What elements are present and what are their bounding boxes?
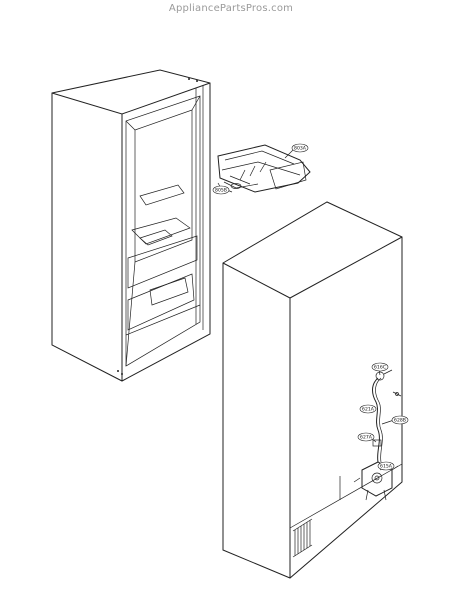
callout-628b: 628B (391, 415, 409, 425)
callout-label: 628B (394, 418, 406, 424)
ice-maker-assembly (217, 144, 311, 193)
cabinet-liner-assembly (51, 69, 211, 382)
vent-grille (292, 518, 313, 558)
callout-label: 805B (215, 188, 227, 194)
callout-label: 627A (360, 435, 373, 441)
callout-615a: 615A (377, 461, 395, 471)
callout-label: 803A (294, 146, 307, 152)
callout-805b: 805B (212, 185, 230, 195)
callout-621a: 621A (359, 404, 377, 414)
callout-616c: 616C (371, 362, 389, 372)
cabinet-rear-assembly (222, 201, 403, 579)
watermark-text: AppliancePartsPros.com (168, 3, 294, 14)
callout-803a: 803A (291, 143, 309, 153)
callout-627a: 627A (357, 432, 375, 442)
callout-label: 621A (362, 407, 375, 413)
callout-label: 615A (380, 464, 393, 470)
callout-label: 616C (374, 365, 386, 371)
